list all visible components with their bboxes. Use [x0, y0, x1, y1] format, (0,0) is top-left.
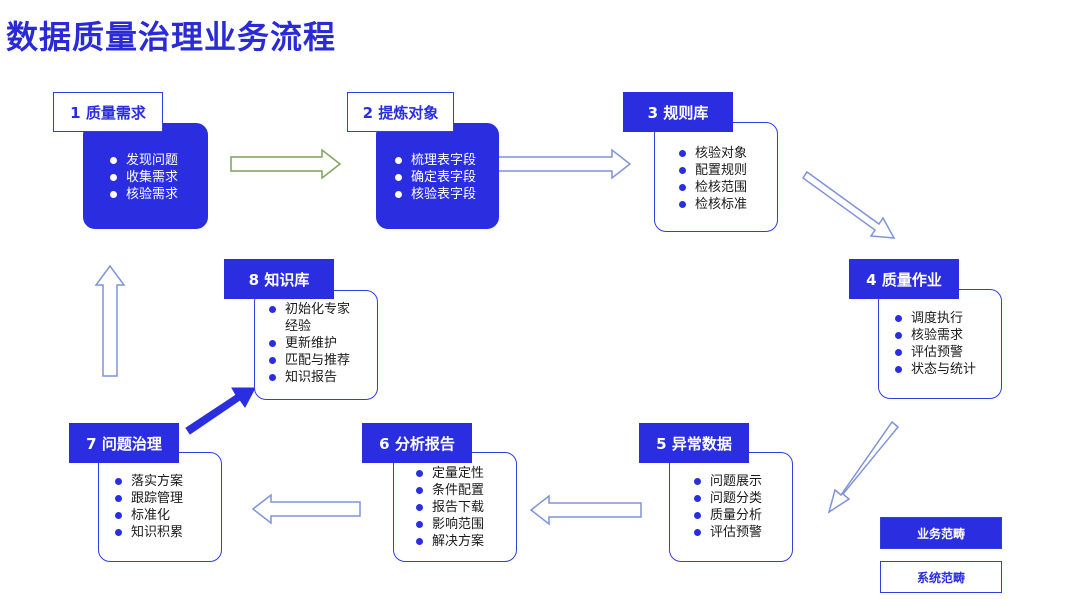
step-7-label: 7 问题治理: [69, 423, 179, 463]
page-title: 数据质量治理业务流程: [6, 18, 337, 56]
bullet-icon: [416, 487, 423, 494]
list-item: 更新维护: [269, 335, 350, 352]
bullet-icon: [694, 495, 701, 502]
bullet-icon: [395, 174, 402, 181]
list-item: 调度执行: [895, 310, 976, 327]
list-item: 匹配与推荐: [269, 352, 350, 369]
step-2-box: 梳理表字段 确定表字段 核验表字段: [376, 123, 499, 229]
list-item: 评估预警: [895, 344, 976, 361]
arrow-3-to-4: [801, 170, 896, 239]
bullet-icon: [115, 495, 122, 502]
step-3-label: 3 规则库: [623, 92, 733, 132]
list-item: 经验: [285, 319, 312, 334]
list-item: 知识报告: [269, 369, 350, 386]
list-item: 核验需求: [110, 186, 178, 203]
arrow-7-to-8: [185, 387, 256, 435]
arrow-4-to-5: [827, 420, 900, 514]
bullet-icon: [269, 306, 276, 313]
list-item: 问题分类: [694, 490, 762, 507]
list-item: 收集需求: [110, 169, 178, 186]
bullet-icon: [416, 538, 423, 545]
bullet-icon: [416, 504, 423, 511]
bullet-icon: [694, 478, 701, 485]
list-item: 配置规则: [679, 162, 747, 179]
arrow-2-to-3: [493, 148, 632, 180]
bullet-icon: [269, 374, 276, 381]
list-item: 核验表字段: [395, 186, 476, 203]
list-item: 落实方案: [115, 473, 183, 490]
list-item: 确定表字段: [395, 169, 476, 186]
bullet-icon: [895, 366, 902, 373]
list-item: 核验需求: [895, 327, 976, 344]
list-item: 跟踪管理: [115, 490, 183, 507]
list-item: 影响范围: [416, 516, 484, 533]
bullet-icon: [895, 349, 902, 356]
bullet-icon: [679, 167, 686, 174]
step-8-label: 8 知识库: [224, 259, 334, 299]
bullet-icon: [395, 191, 402, 198]
list-item: 检核标准: [679, 196, 747, 213]
bullet-icon: [115, 512, 122, 519]
list-item: 质量分析: [694, 507, 762, 524]
bullet-icon: [679, 184, 686, 191]
arrow-5-to-6: [529, 494, 642, 526]
list-item: 梳理表字段: [395, 152, 476, 169]
bullet-icon: [679, 150, 686, 157]
bullet-icon: [416, 470, 423, 477]
step-6-box: 定量定性 条件配置 报告下载 影响范围 解决方案: [393, 452, 517, 562]
step-1-label: 1 质量需求: [53, 92, 163, 132]
arrow-6-to-7: [251, 493, 361, 525]
step-8-box: 初始化专家 经验 更新维护 匹配与推荐 知识报告: [254, 290, 378, 400]
bullet-icon: [115, 478, 122, 485]
bullet-icon: [416, 521, 423, 528]
list-item: 知识积累: [115, 524, 183, 541]
step-6-label: 6 分析报告: [362, 423, 472, 463]
step-2-label: 2 提炼对象: [347, 92, 454, 132]
list-item: 检核范围: [679, 179, 747, 196]
bullet-icon: [694, 529, 701, 536]
list-item: 条件配置: [416, 482, 484, 499]
list-item: 核验对象: [679, 145, 747, 162]
step-3-box: 核验对象 配置规则 检核范围 检核标准: [654, 122, 778, 232]
bullet-icon: [694, 512, 701, 519]
list-item: 标准化: [115, 507, 183, 524]
step-1-box: 发现问题 收集需求 核验需求: [83, 123, 208, 229]
bullet-icon: [110, 174, 117, 181]
bullet-icon: [679, 201, 686, 208]
list-item: 解决方案: [416, 533, 484, 550]
list-item: 状态与统计: [895, 361, 976, 378]
arrow-7-to-1: [94, 264, 126, 377]
bullet-icon: [269, 357, 276, 364]
bullet-icon: [110, 157, 117, 164]
step-5-box: 问题展示 问题分类 质量分析 评估预警: [669, 452, 793, 562]
list-item: 报告下载: [416, 499, 484, 516]
step-4-box: 调度执行 核验需求 评估预警 状态与统计: [878, 289, 1002, 399]
list-item: 评估预警: [694, 524, 762, 541]
list-item: 问题展示: [694, 473, 762, 490]
list-item: 定量定性: [416, 465, 484, 482]
step-5-label: 5 异常数据: [639, 423, 749, 463]
bullet-icon: [115, 529, 122, 536]
bullet-icon: [895, 332, 902, 339]
list-item: 发现问题: [110, 152, 178, 169]
bullet-icon: [110, 191, 117, 198]
step-4-label: 4 质量作业: [849, 259, 959, 299]
legend-business: 业务范畴: [880, 517, 1002, 549]
arrow-1-to-2: [230, 148, 342, 180]
bullet-icon: [269, 340, 276, 347]
bullet-icon: [395, 157, 402, 164]
bullet-icon: [895, 315, 902, 322]
list-item: 初始化专家: [269, 301, 350, 318]
step-7-box: 落实方案 跟踪管理 标准化 知识积累: [98, 452, 222, 562]
legend-system: 系统范畴: [880, 561, 1002, 593]
